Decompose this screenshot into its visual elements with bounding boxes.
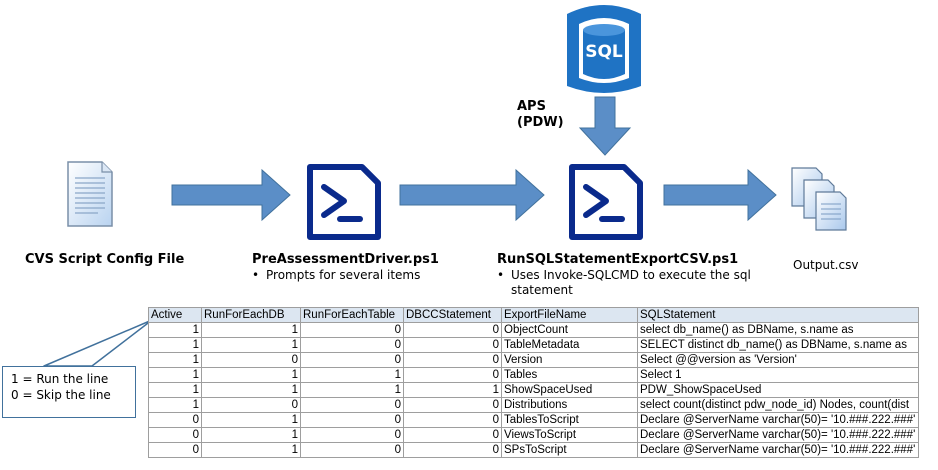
table-cell: PDW_ShowSpaceUsed [637, 382, 919, 398]
table-cell: Select 1 [637, 367, 919, 383]
exporter-title: RunSQLStatementExportCSV.ps1 [497, 252, 739, 267]
sql-source-caption-line2: (PDW) [517, 115, 564, 130]
table-cell: 0 [300, 442, 404, 458]
table-cell: 1 [201, 427, 301, 443]
table-cell: 0 [403, 412, 502, 428]
driver-bullet-text: Prompts for several items [266, 268, 421, 282]
sql-database-icon: SQL [559, 0, 649, 96]
active-flag-callout: 1 = Run the line 0 = Skip the line [2, 366, 136, 418]
driver-bullet: •Prompts for several items [252, 268, 421, 282]
output-label: Output.csv [793, 258, 859, 272]
exporter-bullet: •Uses Invoke-SQLCMD to execute the sql s… [497, 268, 751, 297]
table-cell: 0 [201, 352, 301, 368]
table-cell: select db_name() as DBName, s.name as [637, 322, 919, 338]
table-cell: 0 [300, 412, 404, 428]
table-cell: 0 [148, 427, 202, 443]
table-cell: 0 [403, 367, 502, 383]
table-cell: 0 [300, 352, 404, 368]
sql-source-caption: APS (PDW) [517, 99, 564, 131]
table-cell: ShowSpaceUsed [501, 382, 638, 398]
sql-icon-label: SQL [585, 42, 623, 62]
config-file-icon [66, 160, 114, 228]
table-cell: Version [501, 352, 638, 368]
arrow-driver-to-exporter [399, 168, 545, 222]
arrow-exporter-to-output [663, 168, 777, 222]
table-cell: Declare @ServerName varchar(50)= '10.###… [637, 442, 919, 458]
output-files-icon [790, 166, 854, 236]
table-cell: 1 [148, 337, 202, 353]
header-sqlstatement: SQLStatement [637, 307, 919, 323]
table-cell: 0 [148, 412, 202, 428]
table-cell: 1 [201, 442, 301, 458]
table-cell: 0 [201, 397, 301, 413]
config-table: Active RunForEachDB RunForEachTable DBCC… [148, 307, 919, 458]
driver-title: PreAssessmentDriver.ps1 [252, 252, 439, 267]
table-cell: 1 [300, 382, 404, 398]
config-table-body: Active RunForEachDB RunForEachTable DBCC… [148, 307, 919, 458]
table-cell: 1 [148, 382, 202, 398]
arrow-sql-to-exporter [578, 96, 632, 156]
table-cell: ViewsToScript [501, 427, 638, 443]
table-header-row: Active RunForEachDB RunForEachTable DBCC… [148, 307, 919, 323]
table-cell: 1 [300, 367, 404, 383]
table-cell: 0 [148, 442, 202, 458]
config-file-label: CVS Script Config File [25, 252, 185, 267]
table-cell: 1 [201, 382, 301, 398]
table-cell: Declare @ServerName varchar(50)= '10.###… [637, 427, 919, 443]
table-cell: 1 [201, 412, 301, 428]
callout-pointer [43, 319, 153, 367]
table-cell: select count(distinct pdw_node_id) Nodes… [637, 397, 919, 413]
table-cell: 1 [148, 322, 202, 338]
sql-source-caption-line1: APS [517, 99, 546, 114]
table-cell: 0 [403, 337, 502, 353]
table-cell: 1 [201, 322, 301, 338]
powershell-driver-icon [304, 163, 382, 241]
table-cell: 0 [403, 322, 502, 338]
table-cell: 1 [403, 382, 502, 398]
callout-line1: 1 = Run the line [11, 372, 109, 386]
exporter-bullet-line2: statement [511, 283, 573, 297]
callout-line2: 0 = Skip the line [11, 388, 111, 402]
table-cell: 0 [300, 427, 404, 443]
header-active: Active [148, 307, 202, 323]
table-cell: 0 [403, 427, 502, 443]
table-cell: Distributions [501, 397, 638, 413]
table-cell: TableMetadata [501, 337, 638, 353]
table-cell: 1 [201, 367, 301, 383]
table-cell: TablesToScript [501, 412, 638, 428]
table-cell: 1 [148, 367, 202, 383]
table-cell: 1 [148, 397, 202, 413]
table-cell: 0 [300, 337, 404, 353]
header-runforeachdb: RunForEachDB [201, 307, 301, 323]
table-cell: 0 [300, 397, 404, 413]
exporter-bullet-line1: Uses Invoke-SQLCMD to execute the sql [511, 268, 751, 282]
table-cell: 0 [403, 442, 502, 458]
powershell-exporter-icon [566, 163, 644, 241]
table-cell: 1 [148, 352, 202, 368]
table-cell: SPsToScript [501, 442, 638, 458]
table-cell: 1 [201, 337, 301, 353]
header-runforeachtable: RunForEachTable [300, 307, 404, 323]
table-cell: Declare @ServerName varchar(50)= '10.###… [637, 412, 919, 428]
arrow-config-to-driver [171, 168, 291, 222]
table-cell: Tables [501, 367, 638, 383]
header-dbccstatement: DBCCStatement [403, 307, 502, 323]
table-cell: ObjectCount [501, 322, 638, 338]
table-cell: SELECT distinct db_name() as DBName, s.n… [637, 337, 919, 353]
table-cell: 0 [403, 397, 502, 413]
header-exportfilename: ExportFileName [501, 307, 638, 323]
table-cell: Select @@version as 'Version' [637, 352, 919, 368]
table-cell: 0 [403, 352, 502, 368]
table-cell: 0 [300, 322, 404, 338]
